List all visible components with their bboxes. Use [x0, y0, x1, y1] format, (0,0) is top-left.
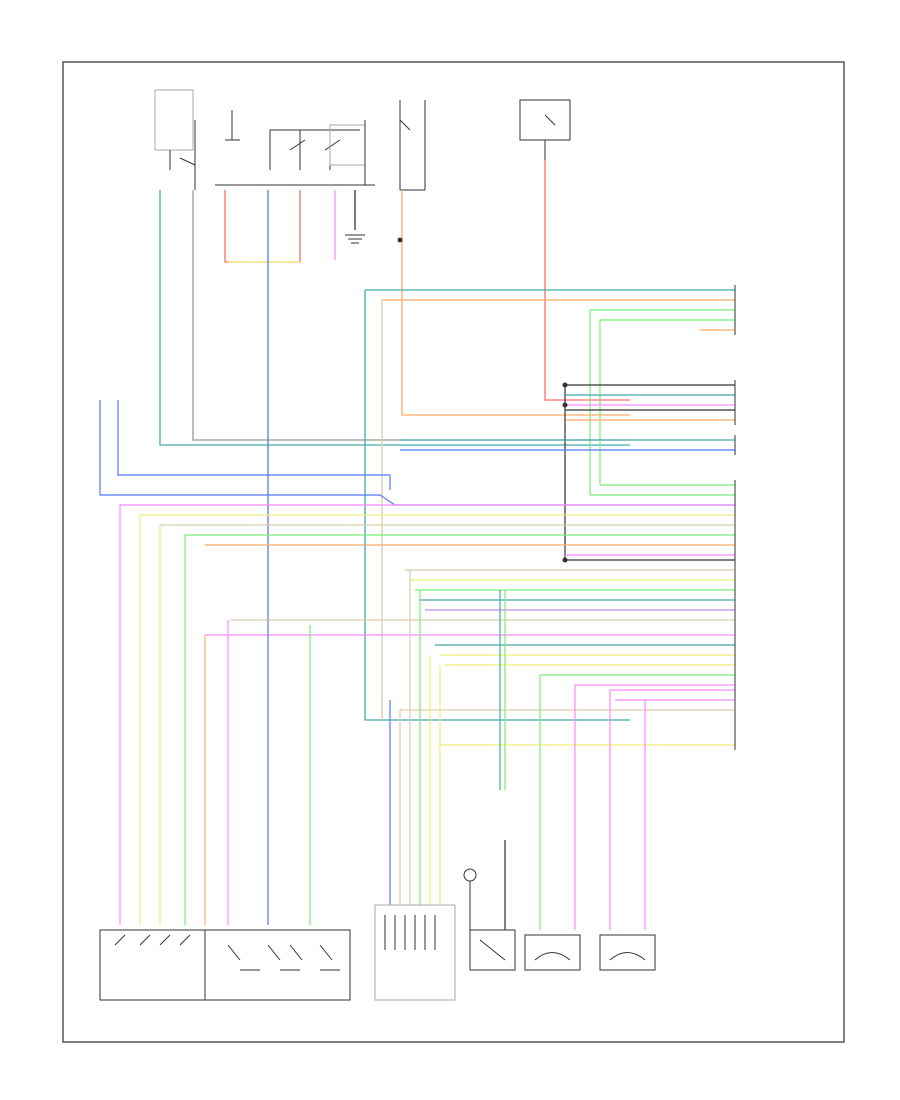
top-switch-block-3: [399, 100, 426, 191]
output-speed-sensor: [599, 934, 656, 971]
pcm-connector-block: [99, 929, 206, 1001]
top-switch-block-1: [154, 89, 196, 190]
upper-wire-group: [159, 160, 735, 721]
pressure-switch-manifold: [204, 929, 351, 1001]
right-bus-lines: [400, 310, 735, 560]
diagram-frame: [62, 61, 845, 1043]
pressure-switch: [463, 868, 516, 971]
middle-wire-group: [99, 400, 735, 746]
ignition-switch-block: [519, 99, 571, 160]
top-switch-block-2: [215, 110, 375, 186]
input-speed-sensor: [524, 934, 581, 971]
ground-symbols: [345, 234, 365, 244]
vertical-drop-wires: [119, 505, 646, 930]
splice-dots: [397, 237, 568, 563]
solenoid-block: [374, 904, 456, 1001]
